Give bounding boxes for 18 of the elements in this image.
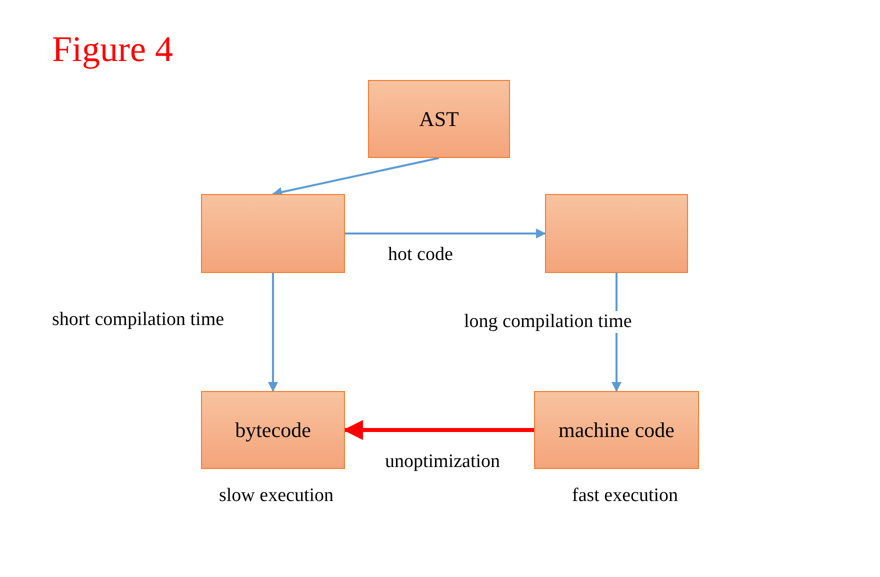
node-label: bytecode [235,418,311,442]
arrow [343,420,534,440]
edge-label: short compilation time [52,309,224,331]
edge-label: long compilation time [464,311,632,333]
process-box [201,194,345,273]
node-caption: fast execution [572,485,678,507]
arrow [268,273,278,392]
edge-label: unoptimization [385,451,500,473]
node-label: AST [419,106,459,132]
process-box [201,391,345,469]
node-label: machine code [558,418,675,442]
process-box [545,194,688,273]
arrow [345,228,546,238]
process-box [368,80,510,158]
figure-title: Figure 4 [52,28,173,70]
process-box [534,391,699,469]
arrow [272,157,440,197]
node-caption: slow execution [219,485,334,507]
